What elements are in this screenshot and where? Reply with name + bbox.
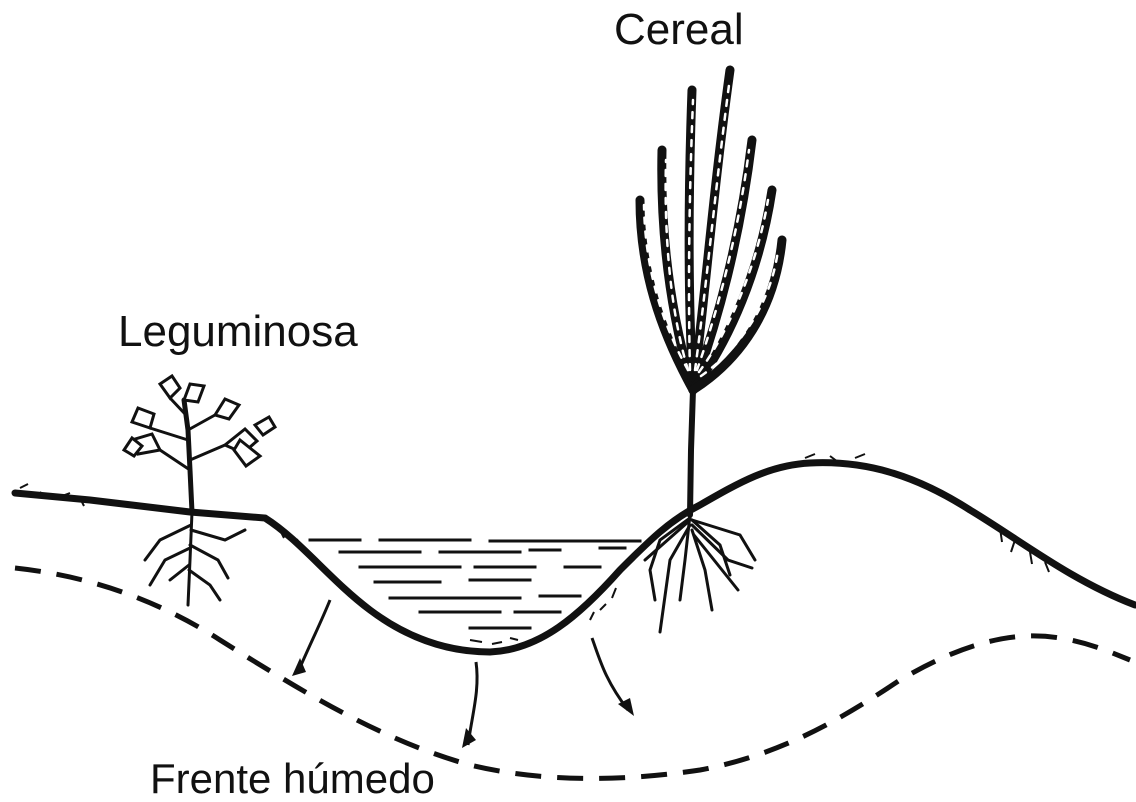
infiltration-arrows bbox=[298, 600, 628, 745]
wetting-front-label: Frente húmedo bbox=[150, 758, 435, 800]
legume-roots bbox=[145, 512, 245, 605]
infiltration-arrow-left bbox=[298, 600, 330, 672]
furrow-water bbox=[310, 540, 640, 628]
legume-label: Leguminosa bbox=[118, 310, 358, 354]
wetting-front-line bbox=[15, 568, 1130, 778]
cereal-plant bbox=[640, 70, 782, 632]
infiltration-arrowheads bbox=[292, 658, 634, 748]
infiltration-arrow-right bbox=[592, 638, 628, 710]
legume-stem bbox=[184, 400, 192, 512]
legume-leaves bbox=[124, 376, 275, 466]
cereal-label: Cereal bbox=[614, 8, 744, 52]
legume-plant bbox=[124, 376, 275, 605]
soil-surface-line bbox=[15, 463, 1135, 652]
cereal-stem bbox=[690, 390, 693, 515]
